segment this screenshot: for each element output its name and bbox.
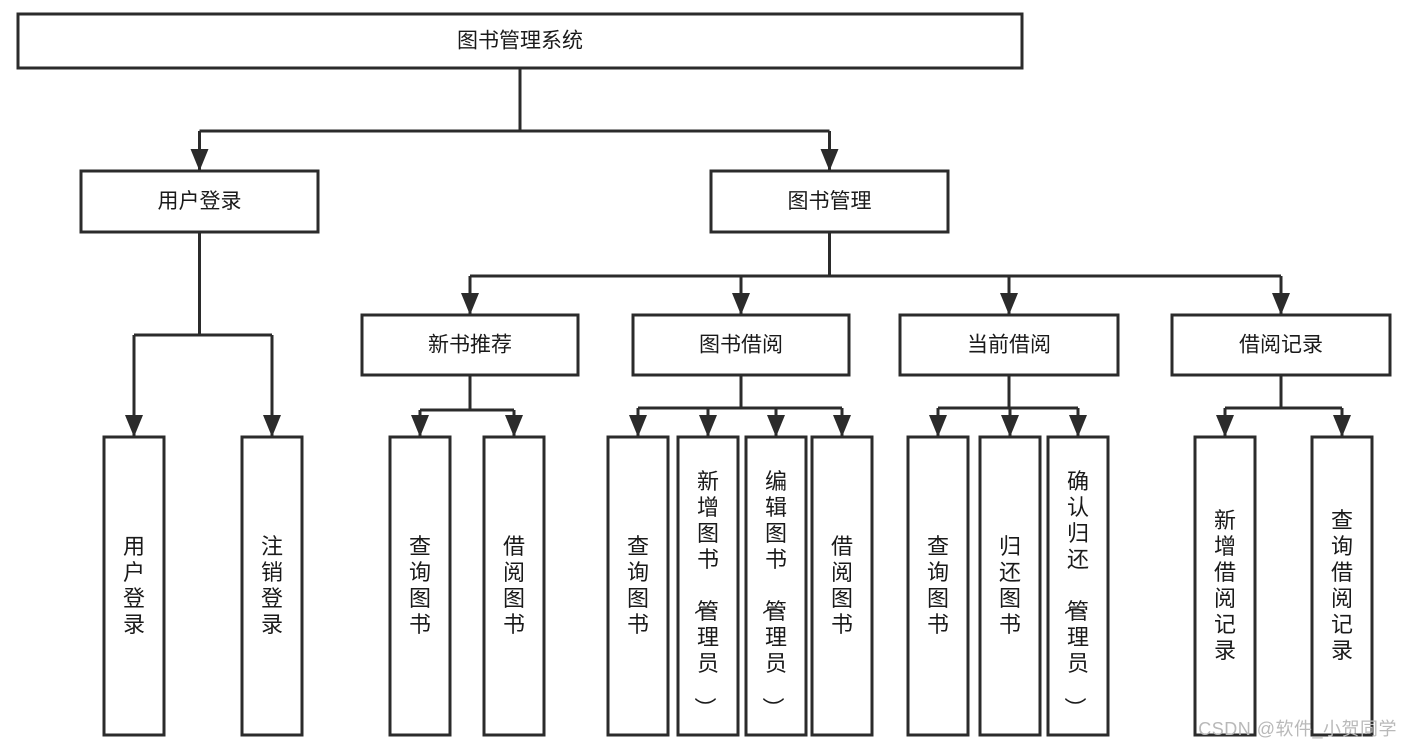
connector-arrow-head: [461, 293, 479, 315]
node-label-user-login: 用户登录: [158, 190, 242, 213]
node-label-leaf-add-book: 新增图书（管理员）: [692, 469, 719, 719]
node-label-leaf-add-record: 新增借阅记录: [1214, 508, 1236, 663]
node-label-leaf-user-logout: 注销登录: [261, 534, 283, 637]
node-label-leaf-return-book: 归还图书: [999, 534, 1021, 637]
node-label-book-management: 图书管理: [788, 190, 872, 213]
connector-arrow-head: [190, 149, 209, 171]
node-box-leaf-query-book-1[interactable]: [388, 435, 452, 737]
connector-arrow-head: [1069, 415, 1087, 437]
connector-layer: [125, 68, 1351, 437]
connector-arrow-head: [767, 415, 785, 437]
node-box-leaf-borrow-book-2[interactable]: [810, 435, 874, 737]
node-user-login[interactable]: 用户登录: [79, 169, 320, 234]
connector-arrow-head: [1333, 415, 1351, 437]
node-leaf-query-book-1[interactable]: 查询图书: [388, 435, 452, 737]
node-leaf-confirm-return[interactable]: 确认归还（管理员）: [1046, 435, 1110, 737]
node-new-book-recommend[interactable]: 新书推荐: [360, 313, 580, 377]
node-book-borrow[interactable]: 图书借阅: [631, 313, 851, 377]
node-box-root: [16, 12, 1024, 70]
connector-arrow-head: [505, 415, 523, 437]
node-label-leaf-query-book-2: 查询图书: [627, 534, 649, 637]
connector-arrow-head: [929, 415, 947, 437]
node-box-leaf-user-logout[interactable]: [240, 435, 304, 737]
connector-arrow-head: [820, 149, 839, 171]
node-box-leaf-confirm-return[interactable]: [1046, 435, 1110, 737]
node-label-leaf-confirm-return: 确认归还（管理员）: [1062, 469, 1089, 719]
node-leaf-borrow-book-2[interactable]: 借阅图书: [810, 435, 874, 737]
node-label-leaf-query-book-3: 查询图书: [927, 534, 949, 637]
node-box-user-login[interactable]: [79, 169, 320, 234]
node-box-book-borrow[interactable]: [631, 313, 851, 377]
node-label-borrow-record: 借阅记录: [1239, 334, 1323, 357]
node-label-leaf-edit-book: 编辑图书（管理员）: [760, 469, 787, 719]
connector-arrow-head: [1216, 415, 1234, 437]
node-label-leaf-query-book-1: 查询图书: [409, 534, 431, 637]
node-leaf-add-record[interactable]: 新增借阅记录: [1193, 435, 1257, 737]
node-box-leaf-query-book-3[interactable]: [906, 435, 970, 737]
node-root: 图书管理系统: [16, 12, 1024, 70]
node-label-new-book-recommend: 新书推荐: [428, 334, 512, 357]
node-box-book-management[interactable]: [709, 169, 950, 234]
node-box-leaf-edit-book[interactable]: [744, 435, 808, 737]
node-label-root: 图书管理系统: [457, 30, 583, 53]
node-label-book-borrow: 图书借阅: [699, 334, 783, 357]
node-box-leaf-query-record[interactable]: [1310, 435, 1374, 737]
node-box-leaf-add-record[interactable]: [1193, 435, 1257, 737]
node-leaf-query-record[interactable]: 查询借阅记录: [1310, 435, 1374, 737]
node-leaf-return-book[interactable]: 归还图书: [978, 435, 1042, 737]
node-box-leaf-add-book[interactable]: [676, 435, 740, 737]
connector-arrow-head: [833, 415, 851, 437]
node-layer: 图书管理系统用户登录图书管理新书推荐图书借阅当前借阅借阅记录用户登录注销登录查询…: [16, 12, 1392, 737]
node-borrow-record[interactable]: 借阅记录: [1170, 313, 1392, 377]
node-leaf-user-login[interactable]: 用户登录: [102, 435, 166, 737]
connector-arrow-head: [411, 415, 429, 437]
node-label-current-borrow: 当前借阅: [967, 334, 1051, 357]
node-box-leaf-borrow-book-1[interactable]: [482, 435, 546, 737]
node-label-leaf-borrow-book-2: 借阅图书: [831, 534, 853, 637]
node-box-leaf-query-book-2[interactable]: [606, 435, 670, 737]
node-leaf-borrow-book-1[interactable]: 借阅图书: [482, 435, 546, 737]
node-box-leaf-return-book[interactable]: [978, 435, 1042, 737]
connector-arrow-head: [1001, 415, 1019, 437]
connector-arrow-head: [263, 415, 281, 437]
node-box-borrow-record[interactable]: [1170, 313, 1392, 377]
node-current-borrow[interactable]: 当前借阅: [898, 313, 1120, 377]
node-book-management[interactable]: 图书管理: [709, 169, 950, 234]
node-box-leaf-user-login[interactable]: [102, 435, 166, 737]
node-box-new-book-recommend[interactable]: [360, 313, 580, 377]
node-leaf-edit-book[interactable]: 编辑图书（管理员）: [744, 435, 808, 737]
node-leaf-query-book-2[interactable]: 查询图书: [606, 435, 670, 737]
node-label-leaf-user-login: 用户登录: [123, 534, 145, 637]
node-box-current-borrow[interactable]: [898, 313, 1120, 377]
connector-arrow-head: [699, 415, 717, 437]
node-label-leaf-borrow-book-1: 借阅图书: [503, 534, 525, 637]
node-label-leaf-query-record: 查询借阅记录: [1331, 508, 1353, 663]
connector-arrow-head: [125, 415, 143, 437]
connector-arrow-head: [1272, 293, 1290, 315]
connector-arrow-head: [732, 293, 750, 315]
node-leaf-add-book[interactable]: 新增图书（管理员）: [676, 435, 740, 737]
connector-arrow-head: [629, 415, 647, 437]
connector-arrow-head: [1000, 293, 1018, 315]
node-leaf-query-book-3[interactable]: 查询图书: [906, 435, 970, 737]
node-leaf-user-logout[interactable]: 注销登录: [240, 435, 304, 737]
